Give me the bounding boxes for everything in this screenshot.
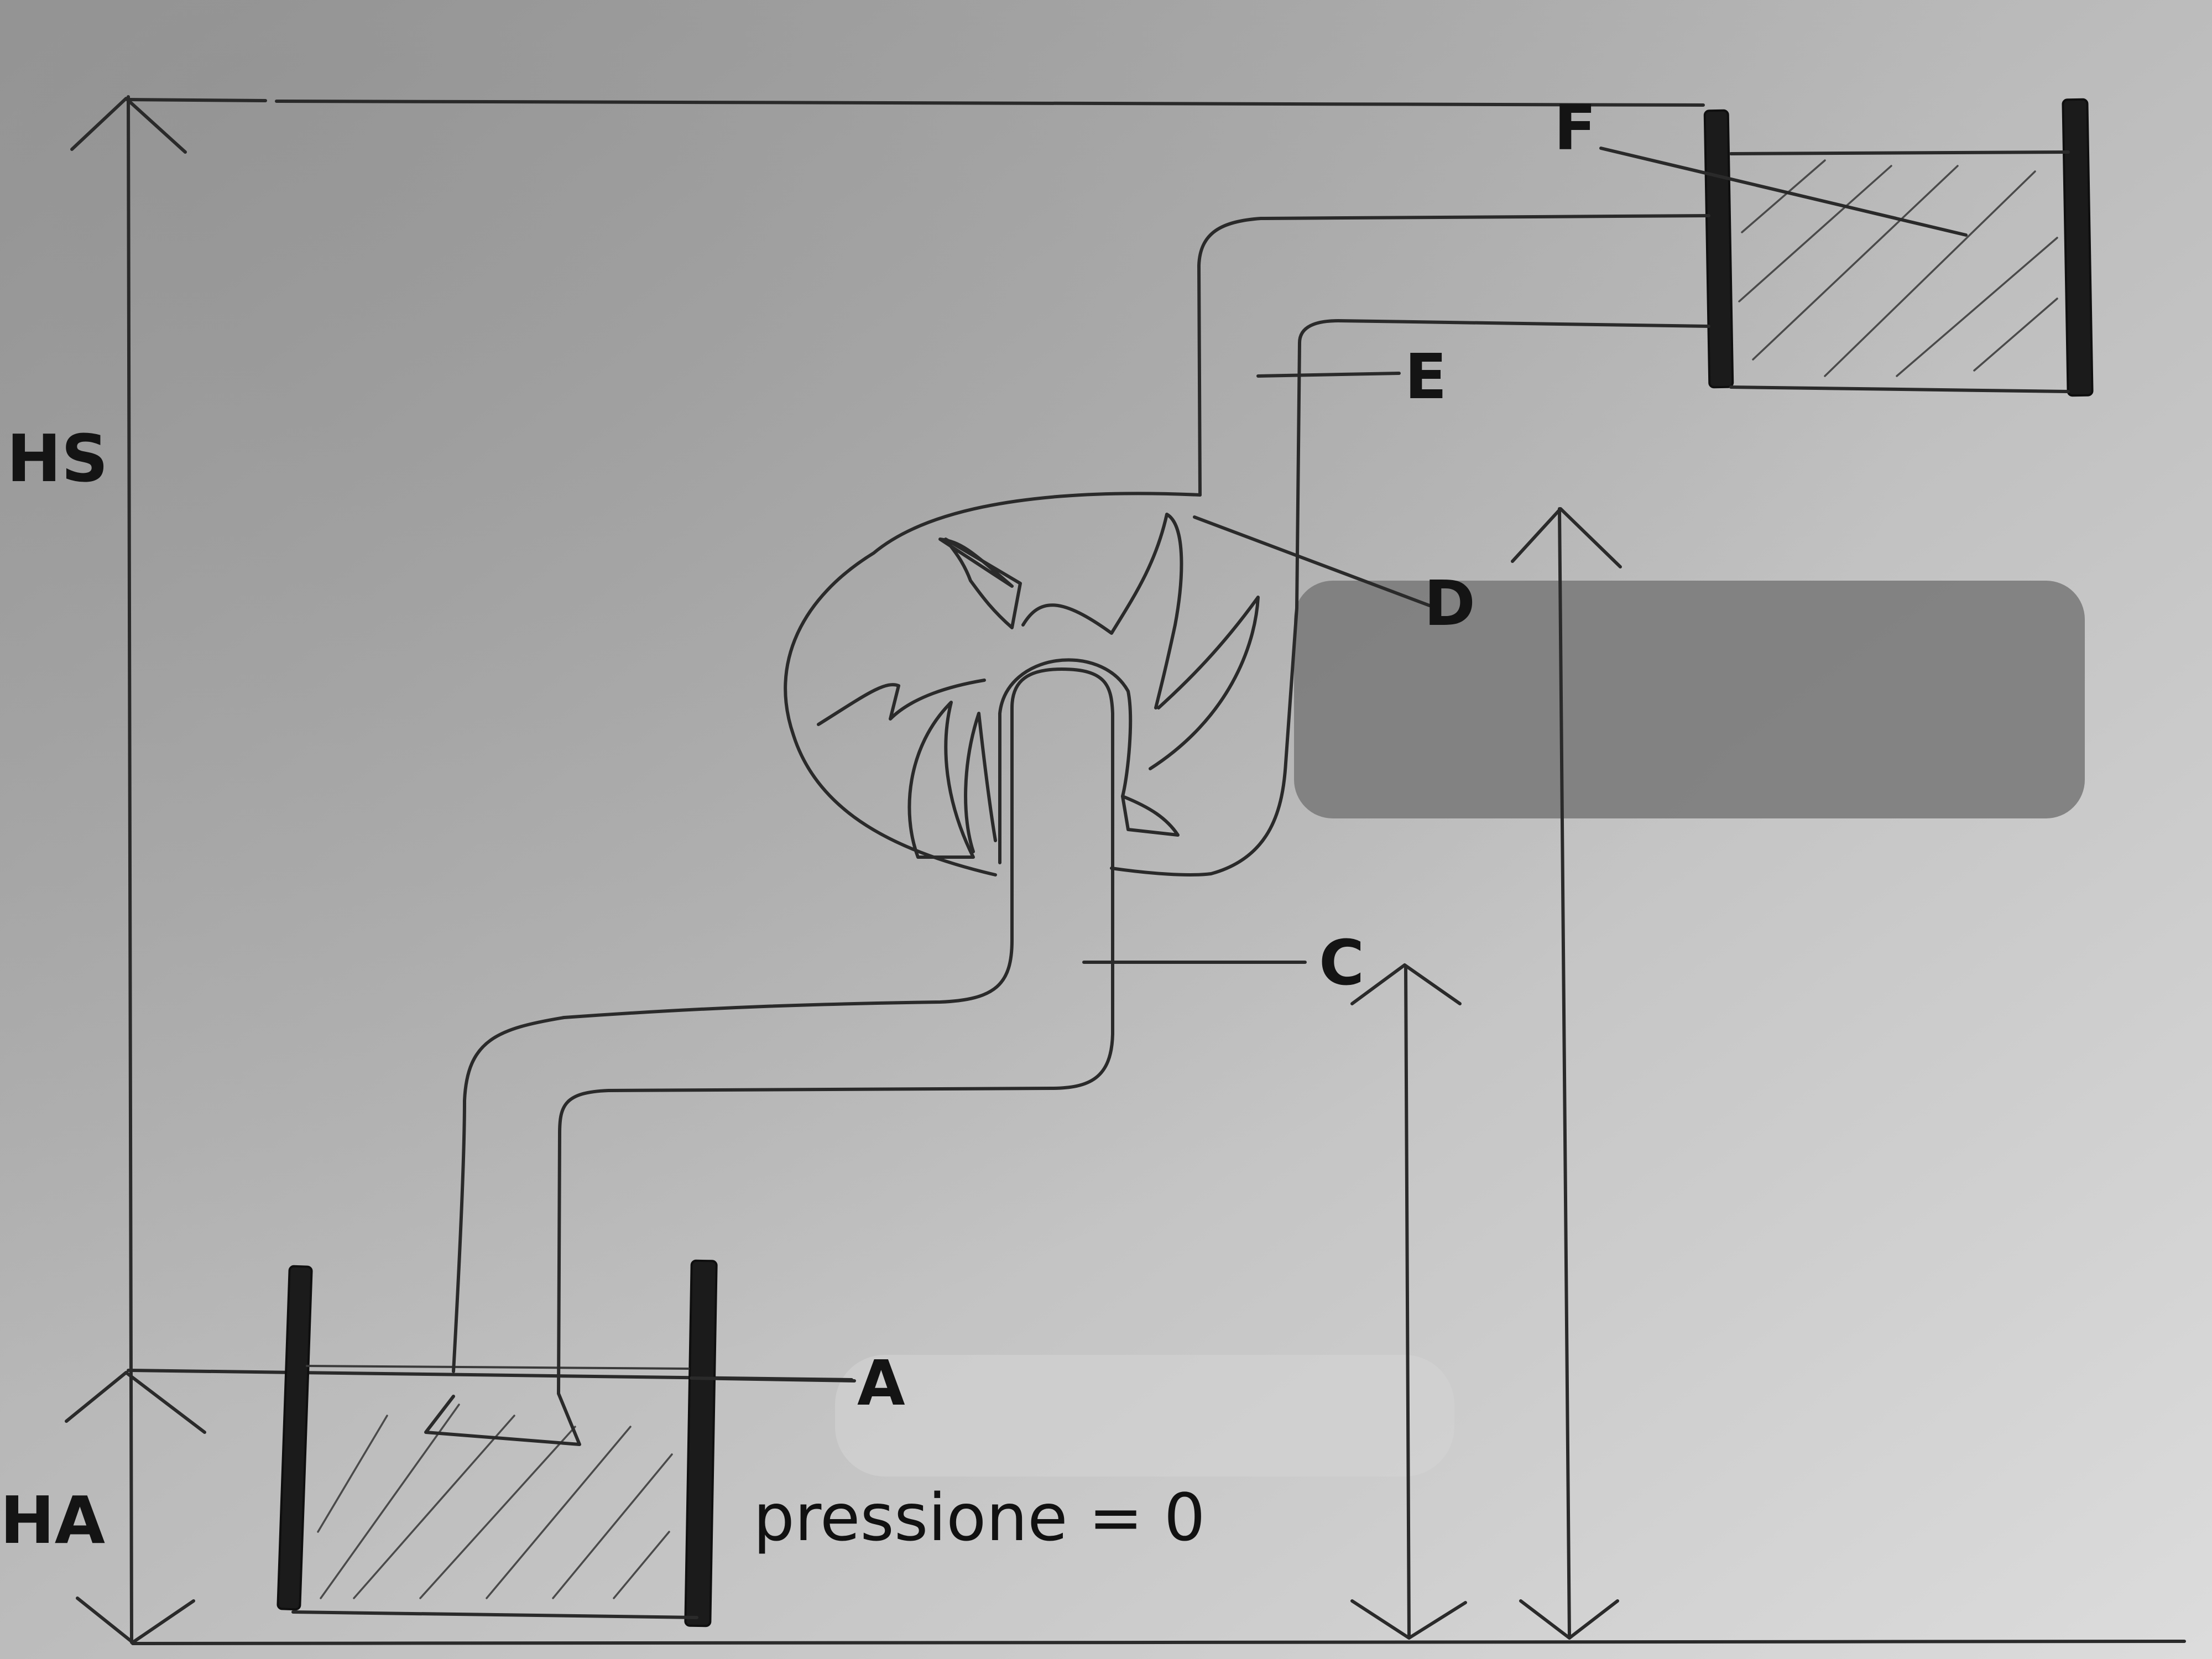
label-hs: HS (7, 420, 108, 497)
label-c: C (1319, 927, 1364, 999)
ha-arrow-head-top (65, 1371, 206, 1434)
lower-tank-bottom (291, 1610, 698, 1619)
redaction-patch (1294, 581, 2085, 818)
impeller-blade (1121, 795, 1180, 837)
suction-pipe (424, 667, 1114, 1446)
pressure-note: pressione = 0 (753, 1479, 1206, 1556)
pump (784, 214, 1710, 877)
pump-casing (784, 319, 1710, 877)
discharge-pipe-walls (1197, 214, 1710, 497)
leader-f (1599, 147, 1968, 237)
label-e: E (1405, 341, 1447, 413)
lower-tank-water-hatch (317, 1404, 673, 1599)
label-ha: HA (0, 1482, 105, 1558)
d-arrow-head-bottom (1519, 1599, 1619, 1640)
d-arrow-head-top (1511, 507, 1622, 568)
faded-patch (835, 1355, 1454, 1477)
impeller-hub (998, 658, 1133, 864)
upper-tank-left-wall (1703, 109, 1734, 389)
d-height-line (1558, 507, 1571, 1640)
label-f: F (1554, 92, 1597, 164)
impeller-blade (817, 679, 986, 726)
upper-tank-bottom (1729, 385, 2070, 393)
lower-tank-left-wall (276, 1265, 313, 1611)
upper-tank (1703, 98, 2094, 397)
lower-tank-right-wall (684, 1259, 718, 1627)
impeller-blade (1021, 513, 1183, 709)
lower-tank (276, 1259, 718, 1627)
upper-tank-surface (1729, 150, 2070, 155)
hs-arrow-head-top (70, 97, 187, 154)
hs-dimension-line (127, 95, 133, 1644)
impeller-blade (944, 538, 1022, 629)
leader-e (1256, 372, 1401, 378)
upper-tank-water-hatch (1738, 159, 2058, 377)
impeller-blade (907, 701, 975, 859)
c-arrow-head-bottom (1350, 1599, 1467, 1640)
impeller-blade (964, 712, 997, 853)
top-reference-line (126, 98, 1705, 107)
impeller-blade (1149, 596, 1260, 770)
suction-pipe-walls (452, 667, 1114, 1395)
c-arrow-head-top (1350, 963, 1462, 1005)
lower-tank-surface (306, 1365, 690, 1370)
label-a: A (857, 1348, 905, 1420)
ground-line (131, 1640, 2186, 1645)
leader-d (1193, 515, 1431, 607)
c-height-line (1404, 966, 1411, 1640)
label-d: D (1424, 568, 1475, 640)
suction-foot (424, 1392, 581, 1446)
upper-tank-right-wall (2062, 98, 2094, 397)
leader-a (690, 1376, 856, 1383)
